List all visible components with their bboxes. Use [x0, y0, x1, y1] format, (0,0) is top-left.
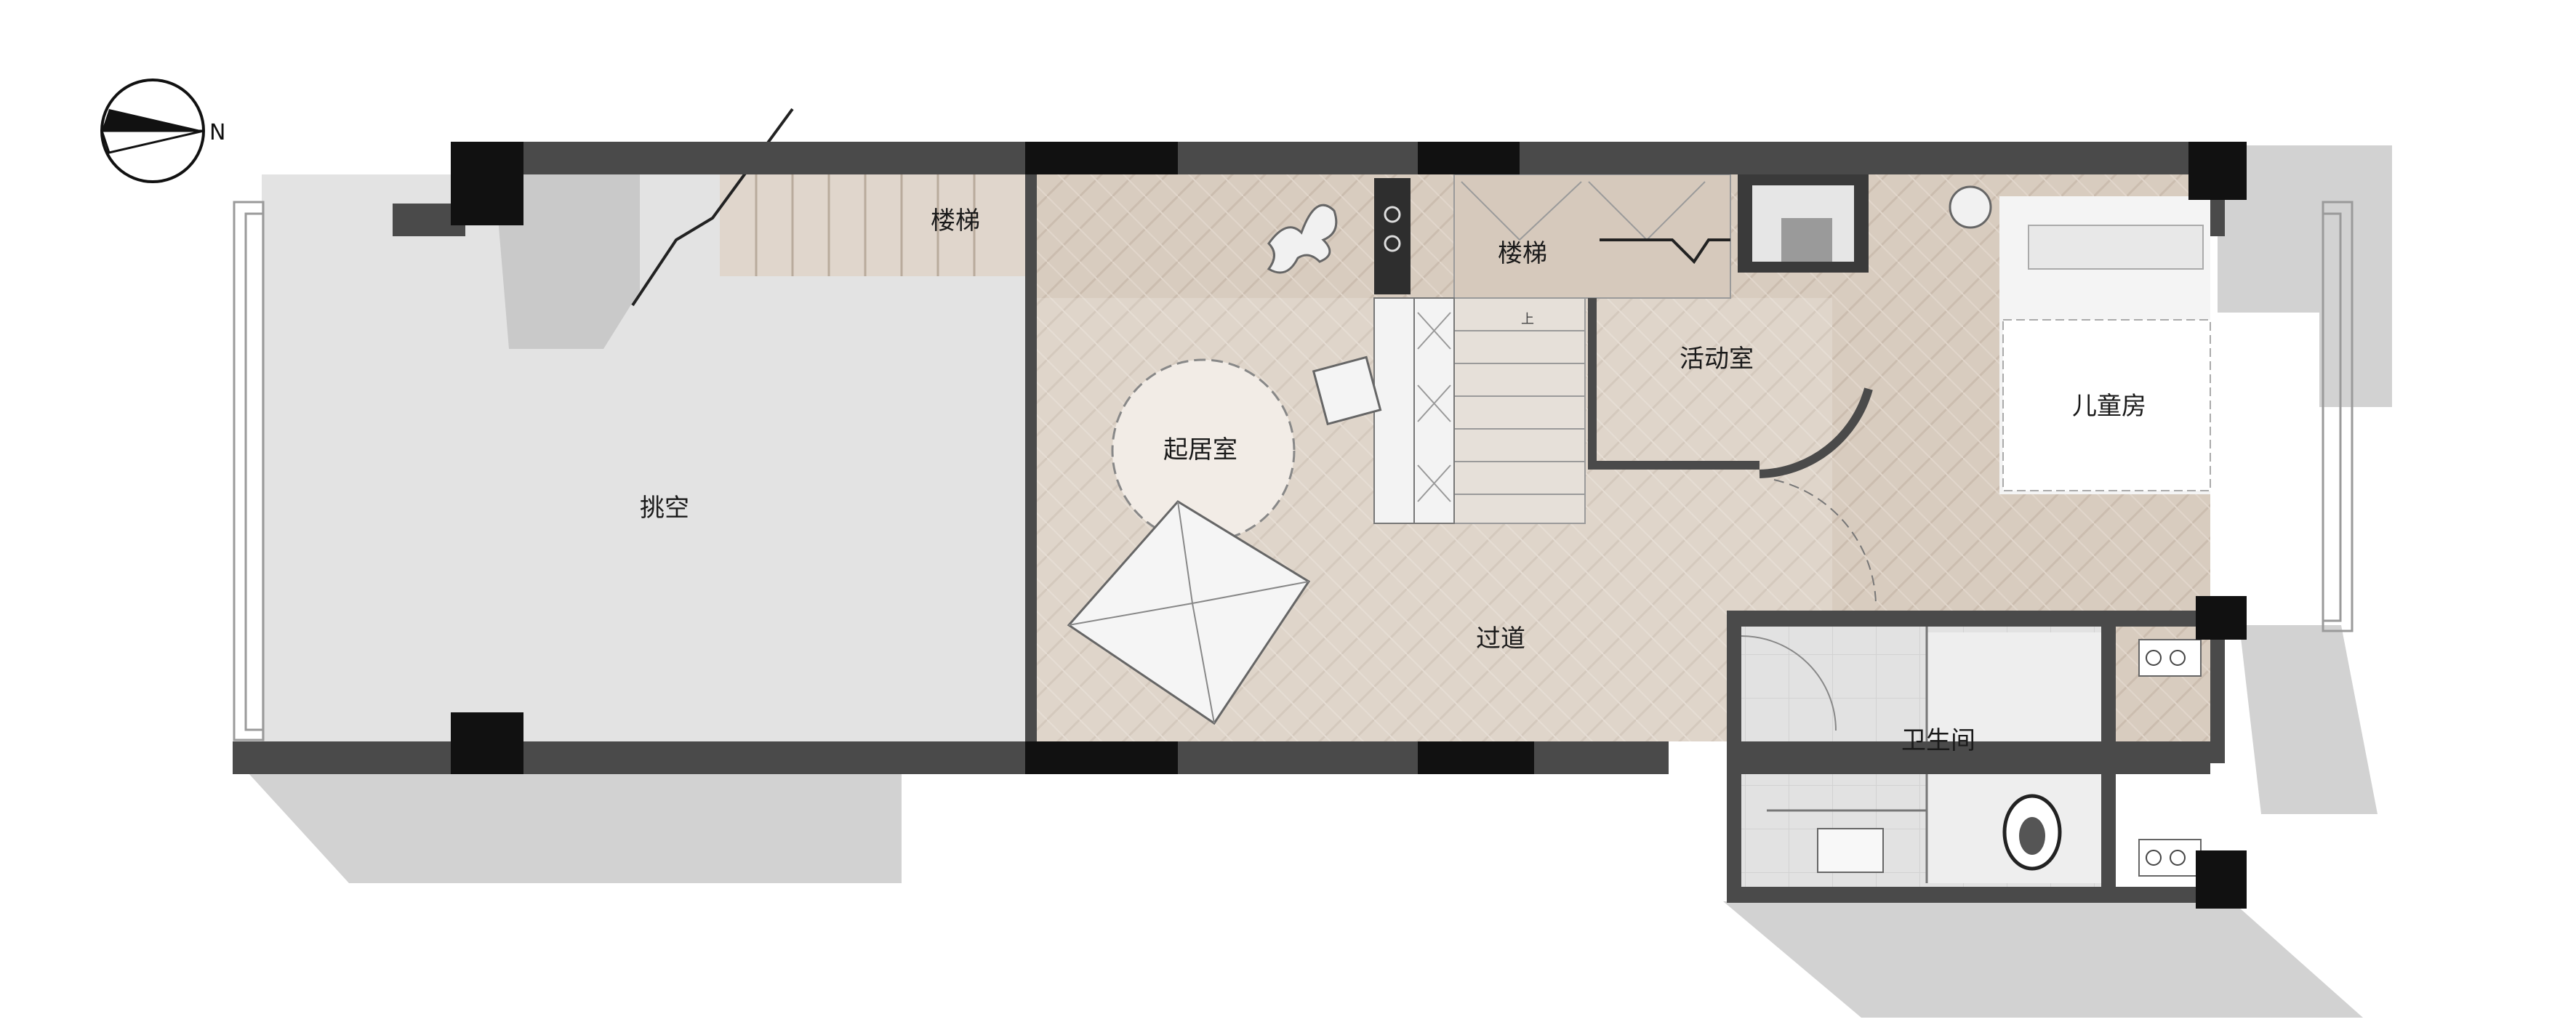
left-stair [631, 108, 1032, 307]
label-void: 挑空 [640, 494, 689, 523]
right-balcony-rail [2322, 201, 2354, 632]
wardrobe [1373, 297, 1455, 524]
label-stair-up: 上 [1521, 312, 1534, 327]
left-balcony-rail [233, 201, 265, 741]
void-shadow [494, 174, 640, 349]
label-stairs-left: 楼梯 [931, 206, 980, 236]
north-label: N [209, 120, 225, 145]
label-bathroom: 卫生间 [1901, 726, 1975, 755]
fixture-block [1374, 178, 1411, 294]
shadow-layer [233, 145, 2392, 1018]
north-compass: N [100, 79, 225, 183]
walls [233, 142, 2236, 903]
kids-bed [1999, 196, 2211, 494]
round-stool [1949, 185, 1992, 229]
activity-room-wall [1588, 298, 1877, 604]
label-activity: 活动室 [1680, 345, 1754, 374]
label-stairs-mid: 楼梯 [1498, 239, 1547, 268]
toy-figure [1267, 204, 1338, 274]
wall-gap [1669, 741, 1727, 774]
dresser [1738, 174, 1869, 273]
middle-stair [1453, 174, 1731, 524]
label-corridor: 过道 [1476, 624, 1525, 653]
small-chair [1312, 355, 1382, 426]
wall-columns [451, 142, 2247, 909]
label-living: 起居室 [1163, 435, 1237, 464]
label-kids: 儿童房 [2072, 392, 2146, 421]
teepee [1067, 500, 1311, 725]
